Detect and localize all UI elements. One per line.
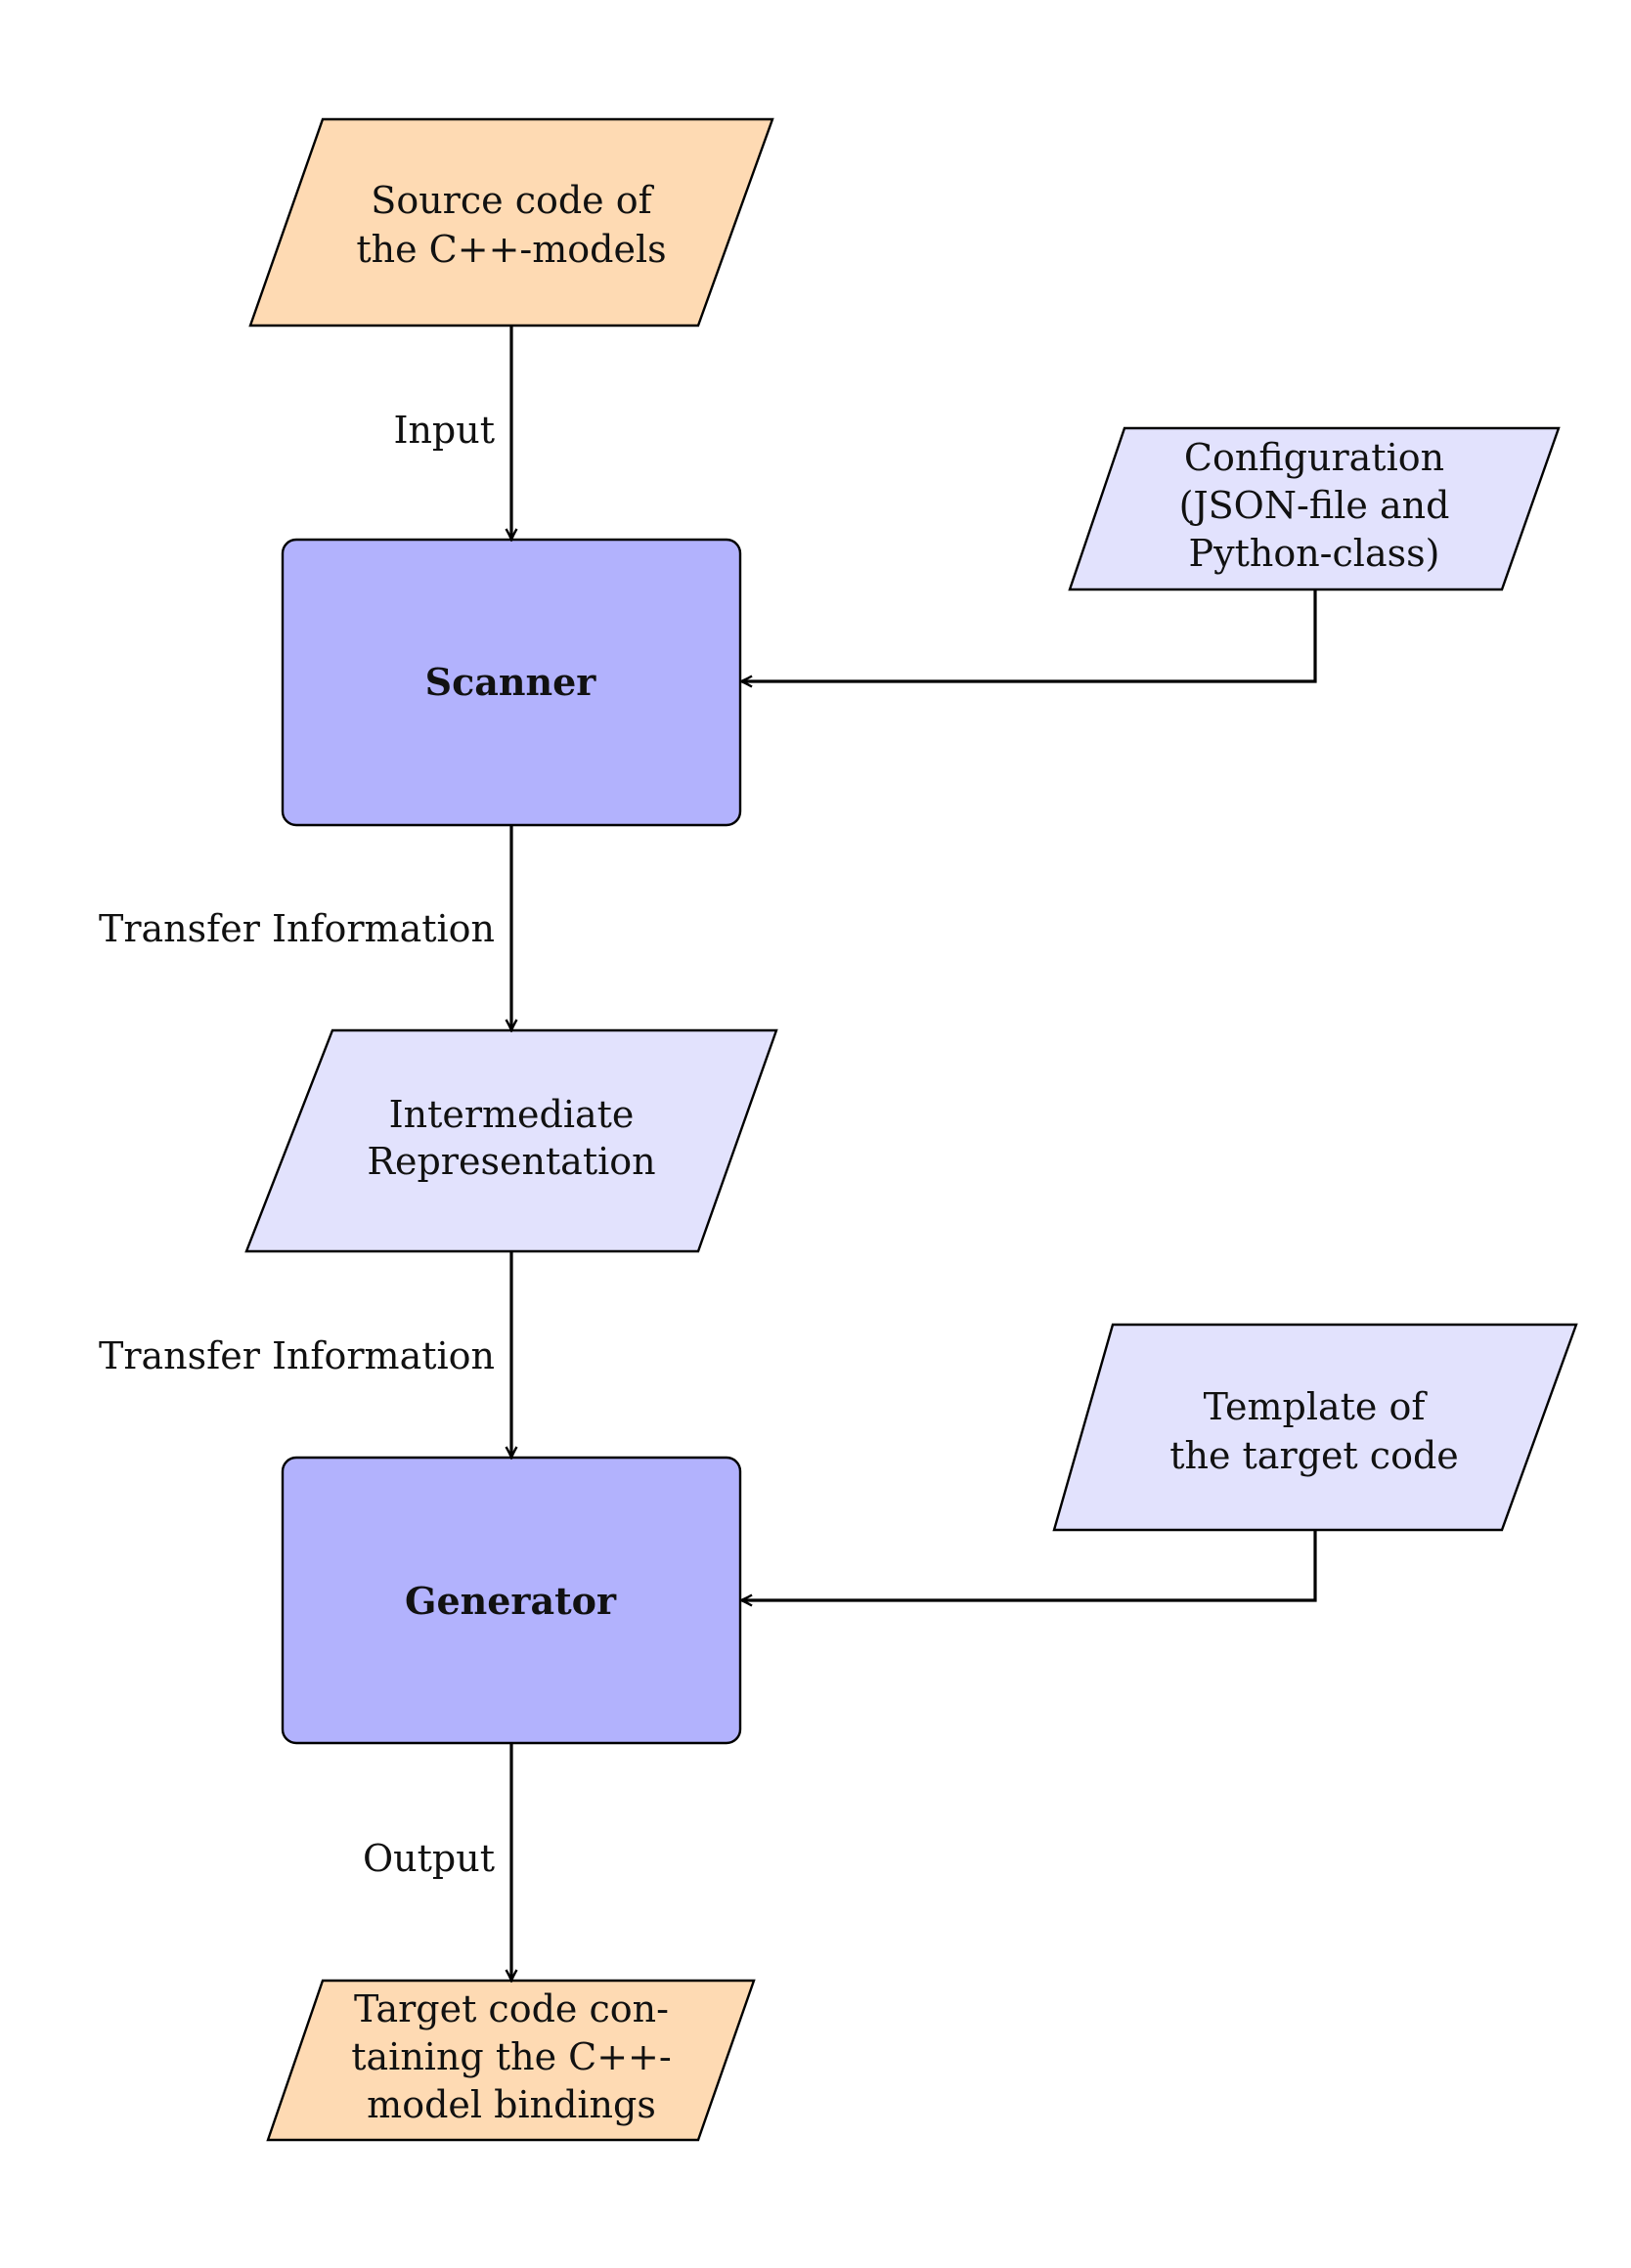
intermediate-line-1: Intermediate xyxy=(389,1093,635,1136)
template-line-2: the target code xyxy=(1169,1434,1459,1477)
source-code-line-2: the C++-models xyxy=(356,228,666,271)
edge-template-to-generator xyxy=(742,1530,1317,1600)
scanner-label: Scanner xyxy=(425,660,597,704)
edge-configuration-to-scanner xyxy=(742,589,1317,681)
configuration-line-2: (JSON-file and xyxy=(1179,484,1450,527)
scanner-node: Scanner xyxy=(281,538,742,827)
transfer-1-label: Transfer Information xyxy=(99,907,495,950)
target-code-node: Target code con- taining the C++- model … xyxy=(266,1979,756,2142)
template-shape xyxy=(1052,1323,1578,1532)
configuration-arrow xyxy=(742,589,1317,681)
input-label: Input xyxy=(393,409,495,452)
configuration-line-3: Python-class) xyxy=(1189,532,1440,575)
template-line-1: Template of xyxy=(1204,1385,1429,1428)
configuration-line-1: Configuration xyxy=(1184,436,1444,479)
source-code-line-1: Source code of xyxy=(371,179,654,222)
template-node: Template of the target code xyxy=(1052,1323,1578,1532)
template-arrow xyxy=(742,1530,1317,1600)
generator-node: Generator xyxy=(281,1456,742,1745)
configuration-shape xyxy=(1068,426,1561,591)
source-code-node: Source code of the C++-models xyxy=(248,117,774,327)
generator-label: Generator xyxy=(405,1579,617,1623)
edge-output: Output xyxy=(363,1743,511,1980)
edge-transfer-2: Transfer Information xyxy=(99,1251,511,1457)
transfer-2-label: Transfer Information xyxy=(99,1334,495,1377)
intermediate-representation-shape xyxy=(244,1028,778,1253)
edge-transfer-1: Transfer Information xyxy=(99,825,511,1029)
target-code-line-1: Target code con- xyxy=(354,1987,669,2030)
edge-input: Input xyxy=(393,326,511,539)
target-code-shape xyxy=(266,1979,756,2142)
output-label: Output xyxy=(363,1837,495,1880)
source-code-shape xyxy=(248,117,774,327)
intermediate-representation-node: Intermediate Representation xyxy=(244,1028,778,1253)
configuration-node: Configuration (JSON-file and Python-clas… xyxy=(1068,426,1561,591)
intermediate-line-2: Representation xyxy=(367,1140,655,1183)
target-code-line-2: taining the C++- xyxy=(351,2035,672,2078)
target-code-line-3: model bindings xyxy=(367,2083,656,2126)
